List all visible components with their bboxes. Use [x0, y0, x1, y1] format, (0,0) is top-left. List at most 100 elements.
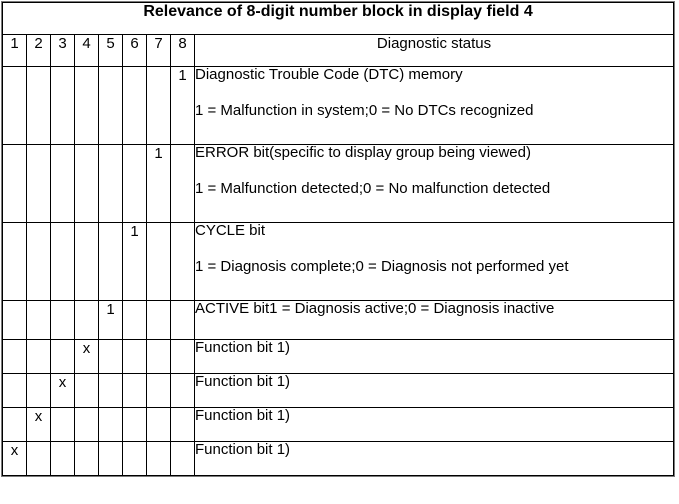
bit-cell — [26, 300, 51, 340]
bit-column-header-7: 7 — [146, 34, 171, 67]
description-line-primary: ACTIVE bit1 = Diagnosis active;0 = Diagn… — [195, 300, 555, 317]
bit-cell — [122, 144, 147, 223]
bit-cell — [146, 441, 171, 476]
bit-cell — [26, 441, 51, 476]
bit-cell — [122, 300, 147, 340]
bit-cell-marked: x — [74, 339, 99, 374]
bit-cell — [98, 222, 123, 301]
description-cell: Function bit 1) — [193, 407, 675, 442]
bit-cell-marked: 1 — [170, 66, 195, 145]
table-row: 1 ERROR bit(specific to display group be… — [2, 144, 675, 223]
bit-cell — [170, 144, 195, 223]
description-line-primary: Function bit 1) — [195, 339, 291, 356]
relevance-table-body: Relevance of 8-digit number block in dis… — [1, 2, 675, 476]
description-cell: Function bit 1) — [193, 373, 675, 408]
bit-cell-marked: x — [26, 407, 51, 442]
bit-cell — [74, 407, 99, 442]
bit-cell — [170, 339, 195, 374]
bit-cell — [146, 66, 171, 145]
table-row: x Function bit 1) — [2, 339, 675, 374]
bit-cell — [50, 66, 75, 145]
description-line-secondary: 1 = Malfunction in system;0 = No DTCs re… — [195, 102, 534, 119]
bit-column-header-8: 8 — [170, 34, 195, 67]
relevance-table-container: Relevance of 8-digit number block in dis… — [0, 1, 676, 477]
description-cell: Function bit 1) — [193, 441, 675, 476]
bit-cell — [50, 441, 75, 476]
description-line-secondary: 1 = Malfunction detected;0 = No malfunct… — [195, 180, 551, 197]
bit-column-header-4: 4 — [74, 34, 99, 67]
table-row: x Function bit 1) — [2, 441, 675, 476]
bit-cell — [74, 66, 99, 145]
description-cell: Diagnostic Trouble Code (DTC) memory 1 =… — [193, 66, 675, 145]
bit-cell — [2, 373, 27, 408]
bit-cell — [2, 339, 27, 374]
bit-cell — [146, 300, 171, 340]
bit-cell — [98, 144, 123, 223]
bit-cell-marked: x — [2, 441, 27, 476]
bit-cell — [122, 66, 147, 145]
table-row: 1 Diagnostic Trouble Code (DTC) memory 1… — [2, 66, 675, 145]
bit-cell — [146, 339, 171, 374]
table-row: 1 CYCLE bit 1 = Diagnosis complete;0 = D… — [2, 222, 675, 301]
description-line-primary: Function bit 1) — [195, 373, 291, 390]
bit-cell — [122, 441, 147, 476]
bit-cell — [170, 407, 195, 442]
bit-cell — [170, 300, 195, 340]
bit-cell — [2, 144, 27, 223]
bit-cell — [50, 222, 75, 301]
bit-cell — [98, 339, 123, 374]
bit-cell-marked: 1 — [146, 144, 171, 223]
description-cell: CYCLE bit 1 = Diagnosis complete;0 = Dia… — [193, 222, 675, 301]
description-cell: ERROR bit(specific to display group bein… — [193, 144, 675, 223]
bit-cell — [98, 407, 123, 442]
bit-cell — [146, 373, 171, 408]
table-row: 1 ACTIVE bit1 = Diagnosis active;0 = Dia… — [2, 300, 675, 340]
description-line-secondary: 1 = Diagnosis complete;0 = Diagnosis not… — [195, 258, 569, 275]
bit-cell — [122, 407, 147, 442]
bit-cell — [2, 300, 27, 340]
bit-cell — [74, 373, 99, 408]
description-line-primary: CYCLE bit — [195, 222, 266, 239]
bit-cell — [50, 407, 75, 442]
table-row: x Function bit 1) — [2, 373, 675, 408]
description-line-primary: ERROR bit(specific to display group bein… — [195, 144, 531, 161]
bit-cell — [26, 66, 51, 145]
bit-cell — [98, 373, 123, 408]
bit-cell — [170, 441, 195, 476]
bit-cell — [170, 222, 195, 301]
bit-cell-marked: x — [50, 373, 75, 408]
bit-cell — [170, 373, 195, 408]
diagnostic-status-header: Diagnostic status — [193, 34, 675, 67]
description-cell: ACTIVE bit1 = Diagnosis active;0 = Diagn… — [193, 300, 675, 340]
bit-cell — [74, 441, 99, 476]
bit-column-header-3: 3 — [50, 34, 75, 67]
description-line-primary: Function bit 1) — [195, 407, 291, 424]
bit-cell — [74, 144, 99, 223]
bit-cell — [2, 66, 27, 145]
bit-cell — [122, 373, 147, 408]
bit-cell-marked: 1 — [122, 222, 147, 301]
bit-cell — [50, 339, 75, 374]
bit-column-header-1: 1 — [2, 34, 27, 67]
description-cell: Function bit 1) — [193, 339, 675, 374]
bit-cell — [74, 222, 99, 301]
bit-cell — [26, 144, 51, 223]
bit-cell — [74, 300, 99, 340]
description-line-primary: Diagnostic Trouble Code (DTC) memory — [195, 66, 463, 83]
bit-cell — [146, 222, 171, 301]
bit-cell — [50, 144, 75, 223]
title-row: Relevance of 8-digit number block in dis… — [1, 2, 675, 35]
bit-cell — [26, 222, 51, 301]
relevance-table: Relevance of 8-digit number block in dis… — [0, 1, 676, 477]
bit-column-header-5: 5 — [98, 34, 123, 67]
bit-cell — [2, 407, 27, 442]
bit-column-header-6: 6 — [122, 34, 147, 67]
bit-cell — [146, 407, 171, 442]
bit-cell — [26, 373, 51, 408]
bit-cell — [122, 339, 147, 374]
bit-cell — [50, 300, 75, 340]
table-row: x Function bit 1) — [2, 407, 675, 442]
bit-cell — [98, 441, 123, 476]
bit-cell — [98, 66, 123, 145]
table-title: Relevance of 8-digit number block in dis… — [1, 2, 675, 35]
